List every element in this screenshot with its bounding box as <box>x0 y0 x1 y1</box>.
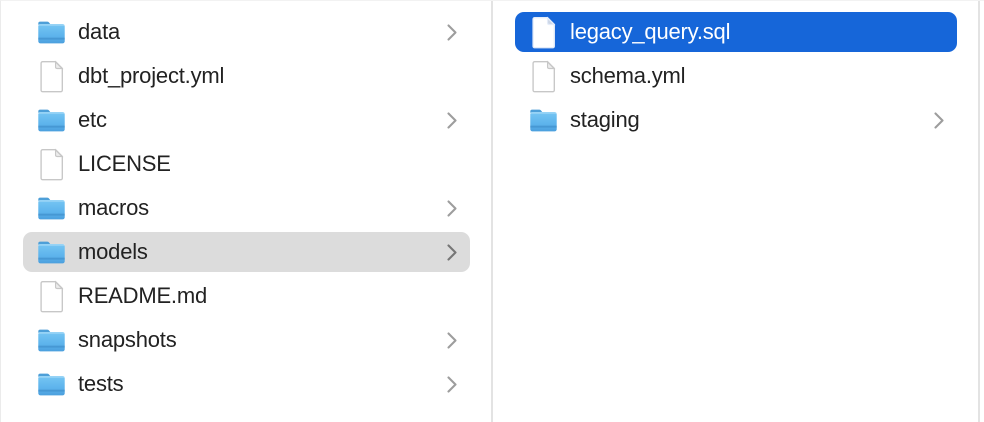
file-column-right: legacy_query.sql schema.yml <box>493 1 978 422</box>
item-label: snapshots <box>78 327 177 352</box>
folder-icon <box>35 366 67 402</box>
chevron-right-icon <box>446 243 458 262</box>
item-label: tests <box>78 371 124 396</box>
list-item-data[interactable]: data <box>23 12 470 52</box>
list-item-etc[interactable]: etc <box>23 100 470 140</box>
chevron-right-icon <box>446 23 458 42</box>
list-item-snapshots[interactable]: snapshots <box>23 320 470 360</box>
chevron-right-icon <box>446 375 458 394</box>
column-edge-gap <box>980 1 984 422</box>
list-item-macros[interactable]: macros <box>23 188 470 228</box>
file-icon <box>35 278 67 314</box>
chevron-right-icon <box>446 111 458 130</box>
item-label: macros <box>78 195 149 220</box>
column-divider[interactable] <box>491 1 493 422</box>
item-label: staging <box>570 107 640 132</box>
item-label: README.md <box>78 283 207 308</box>
file-icon <box>527 14 559 50</box>
folder-icon <box>35 190 67 226</box>
item-label: dbt_project.yml <box>78 63 225 88</box>
item-label: schema.yml <box>570 63 686 88</box>
list-item-staging[interactable]: staging <box>515 100 957 140</box>
list-item-dbt-project-yml[interactable]: dbt_project.yml <box>23 56 470 96</box>
item-label: legacy_query.sql <box>570 19 731 44</box>
file-icon <box>35 146 67 182</box>
chevron-right-icon <box>446 331 458 350</box>
chevron-right-icon <box>446 199 458 218</box>
file-column-left: data dbt_project.yml et <box>1 1 491 422</box>
folder-icon <box>35 234 67 270</box>
item-label: etc <box>78 107 107 132</box>
column-divider[interactable] <box>978 1 980 422</box>
folder-icon <box>35 102 67 138</box>
list-item-models[interactable]: models <box>23 232 470 272</box>
folder-icon <box>35 322 67 358</box>
item-label: models <box>78 239 148 264</box>
list-item-readme-md[interactable]: README.md <box>23 276 470 316</box>
chevron-right-icon <box>933 111 945 130</box>
file-icon <box>527 58 559 94</box>
list-item-schema-yml[interactable]: schema.yml <box>515 56 957 96</box>
folder-icon <box>527 102 559 138</box>
item-label: data <box>78 19 121 44</box>
list-item-license[interactable]: LICENSE <box>23 144 470 184</box>
folder-icon <box>35 14 67 50</box>
list-item-legacy-query-sql[interactable]: legacy_query.sql <box>515 12 957 52</box>
list-item-tests[interactable]: tests <box>23 364 470 404</box>
file-icon <box>35 58 67 94</box>
item-label: LICENSE <box>78 151 171 176</box>
